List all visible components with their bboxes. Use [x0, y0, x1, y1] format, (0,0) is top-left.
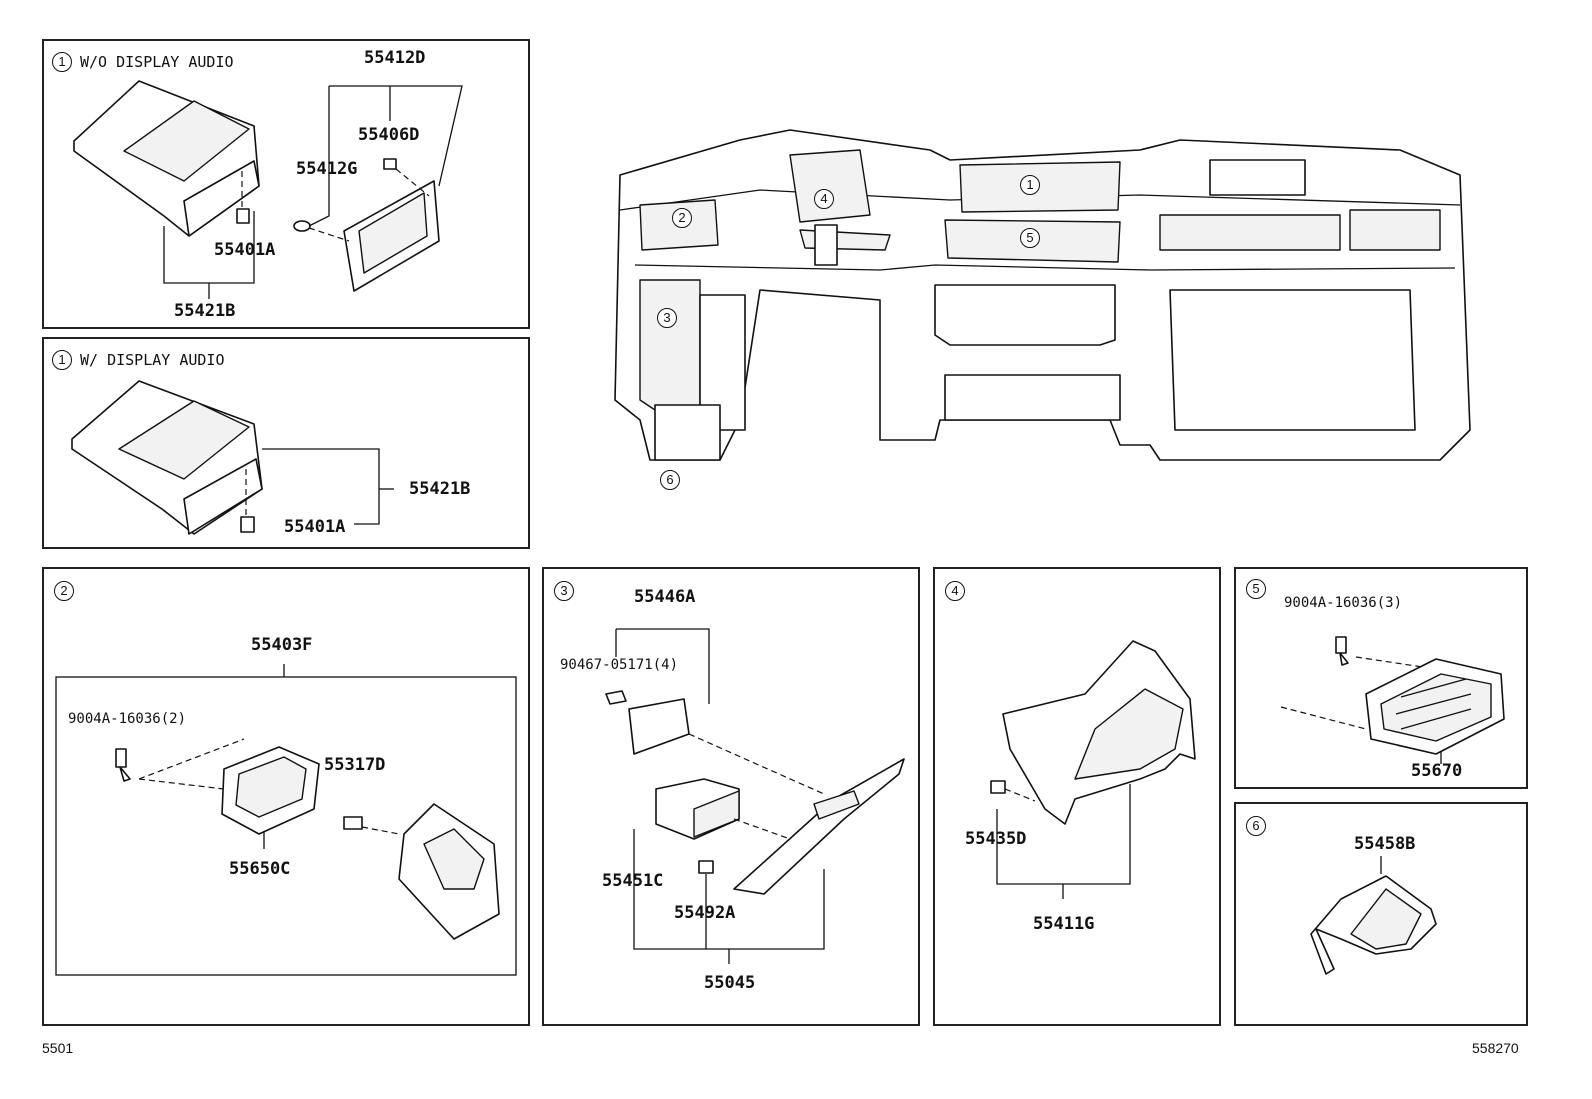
panel-5-drawing — [1280, 636, 1505, 764]
part-label: 55650C — [229, 859, 291, 879]
panel-2: 2 55403F 9004A-16036(2) 55317D 55650C — [42, 567, 530, 1026]
panel-title: W/O DISPLAY AUDIO — [80, 53, 234, 71]
part-label: 55451C — [602, 871, 664, 891]
panel-4-drawing — [990, 640, 1196, 899]
panel-4: 4 55435D 55411G — [933, 567, 1221, 1026]
panel-title: W/ DISPLAY AUDIO — [80, 351, 225, 369]
panel-6: 6 55458B — [1234, 802, 1528, 1026]
panel-5: 5 9004A-16036(3) 55670 — [1234, 567, 1528, 789]
part-label: 55401A — [214, 240, 276, 260]
part-label: 9004A-16036(3) — [1284, 595, 1403, 611]
part-label: 55406D — [358, 125, 420, 145]
panel-3-drawing — [605, 628, 905, 964]
part-label: 55670 — [1411, 761, 1463, 781]
part-label: 55412D — [364, 48, 426, 68]
part-label: 55458B — [1354, 834, 1416, 854]
callout-3: 3 — [657, 308, 677, 328]
panel-1-with-display-audio: 1 W/ DISPLAY AUDIO 55421B 55401A — [42, 337, 530, 549]
panel-3: 3 55446A 90467-05171(4) 55451C 55492A 55… — [542, 567, 920, 1026]
panel-1b-drawing — [71, 380, 394, 535]
panel-badge: 1 — [52, 350, 72, 370]
panel-1-without-display-audio: 1 W/O DISPLAY AUDIO 55412D 55406D 55412G… — [42, 39, 530, 329]
part-label: 55421B — [409, 479, 471, 499]
panel-badge: 4 — [945, 581, 965, 601]
panel-6-drawing — [1310, 856, 1437, 975]
part-label: 90467-05171(4) — [560, 657, 679, 673]
panel-badge: 5 — [1246, 579, 1266, 599]
panel-badge: 1 — [52, 52, 72, 72]
callout-5: 5 — [1020, 228, 1040, 248]
part-label: 55421B — [174, 301, 236, 321]
callout-1: 1 — [1020, 175, 1040, 195]
panel-1a-drawing — [73, 80, 463, 299]
callout-2: 2 — [672, 208, 692, 228]
panel-badge: 3 — [554, 581, 574, 601]
part-label: 55412G — [296, 159, 358, 179]
callout-6: 6 — [660, 470, 680, 490]
part-label: 55446A — [634, 587, 696, 607]
callout-4: 4 — [814, 189, 834, 209]
panel-badge: 2 — [54, 581, 74, 601]
part-label: 55317D — [324, 755, 386, 775]
footer-right-code: 558270 — [1472, 1040, 1519, 1056]
part-label: 55492A — [674, 903, 736, 923]
panel-badge: 6 — [1246, 816, 1266, 836]
part-label: 55435D — [965, 829, 1027, 849]
part-label: 55411G — [1033, 914, 1095, 934]
panel-2-drawing — [55, 664, 517, 976]
part-label: 9004A-16036(2) — [68, 711, 187, 727]
part-label: 55403F — [251, 635, 313, 655]
part-label: 55045 — [704, 973, 756, 993]
part-label: 55401A — [284, 517, 346, 537]
footer-left-code: 5501 — [42, 1040, 74, 1056]
